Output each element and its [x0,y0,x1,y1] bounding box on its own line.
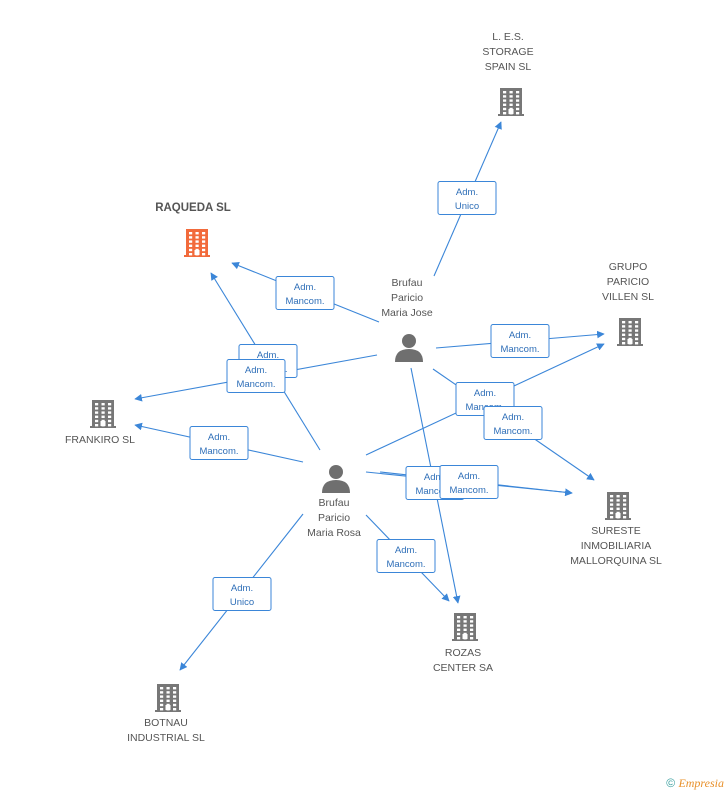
role-text: Adm. [502,412,524,423]
node-label[interactable]: Brufau [319,497,350,509]
node-label[interactable]: STORAGE [482,46,533,58]
building-icon[interactable] [184,229,210,257]
building-icon[interactable] [90,400,116,428]
role-label[interactable]: Adm. Mancom. [490,324,550,358]
role-text: Adm. [458,471,480,482]
node-grupo[interactable]: GRUPO PARICIO VILLEN SL [602,261,654,346]
role-text: Adm. [257,350,279,361]
node-frankiro[interactable]: FRANKIRO SL [65,400,135,446]
person-icon[interactable] [395,334,423,362]
role-box [490,324,550,358]
role-text: Mancom. [415,486,454,497]
role-box [437,181,497,215]
role-text: Adm. [509,330,531,341]
node-les[interactable]: L. E.S. STORAGE SPAIN SL [482,31,534,116]
role-label[interactable]: Adm. Mancom. [226,359,286,393]
role-text: Mancom. [386,559,425,570]
node-sureste[interactable]: SURESTE INMOBILIARIA MALLORQUINA SL [570,492,662,567]
role-box [376,539,436,573]
role-text: Adm. [395,545,417,556]
node-label[interactable]: Brufau [392,277,423,289]
node-label[interactable]: INMOBILIARIA [581,540,652,552]
node-label[interactable]: RAQUEDA SL [155,202,231,214]
node-label[interactable]: SURESTE [591,525,641,537]
roles-layer: Adm.UnicoAdm.Mancom.Adm.Mancom.Adm.Manco… [189,181,550,611]
role-text: Adm. [474,388,496,399]
role-box [483,406,543,440]
role-text: Mancom. [199,446,238,457]
role-box [226,359,286,393]
role-text: Adm. [231,583,253,594]
role-text: Mancom. [236,379,275,390]
building-icon[interactable] [155,684,181,712]
building-icon[interactable] [605,492,631,520]
node-label[interactable]: VILLEN SL [602,291,654,303]
role-label[interactable]: Adm. Mancom. [439,465,499,499]
role-label[interactable]: Adm. Mancom. [189,426,249,460]
node-label[interactable]: SPAIN SL [485,61,532,73]
role-text: Unico [455,201,479,212]
role-text: Adm. [456,187,478,198]
role-box [189,426,249,460]
role-text: Mancom. [493,426,532,437]
copyright-icon: © [666,776,676,790]
role-text: Adm. [294,282,316,293]
node-label[interactable]: GRUPO [609,261,648,273]
role-text: Adm. [424,472,446,483]
footer-brand[interactable]: © Empresia [666,776,724,791]
node-raqueda[interactable]: RAQUEDA SL [155,202,231,257]
role-label[interactable]: Adm. Mancom. [275,276,335,310]
role-text: Mancom. [285,296,324,307]
role-text: Adm. [245,365,267,376]
role-text: Mancom. [500,344,539,355]
role-text: Mancom. [449,485,488,496]
node-label[interactable]: Paricio [318,512,350,524]
role-label[interactable]: Adm. Mancom. [376,539,436,573]
nodes-layer: RAQUEDA SL L. E.S. STORAGE SPAIN SL GRUPO PAR… [65,31,662,744]
role-text: Adm. [208,432,230,443]
role-text: Unico [230,597,254,608]
person-icon[interactable] [322,465,350,493]
role-label[interactable]: Adm. Unico [437,181,497,215]
node-label[interactable]: INDUSTRIAL SL [127,732,205,744]
node-label[interactable]: PARICIO [607,276,649,288]
node-label[interactable]: CENTER SA [433,662,493,674]
node-label[interactable]: Paricio [391,292,423,304]
node-label[interactable]: Maria Rosa [307,527,361,539]
node-label[interactable]: FRANKIRO SL [65,434,135,446]
role-box [275,276,335,310]
node-label[interactable]: BOTNAU [144,717,188,729]
building-icon[interactable] [452,613,478,641]
node-botnau[interactable]: BOTNAU INDUSTRIAL SL [127,684,205,744]
building-icon[interactable] [498,88,524,116]
role-label[interactable]: Adm. Unico [212,577,272,611]
node-label[interactable]: L. E.S. [492,31,524,43]
brand-logo: Empresia [678,776,724,790]
node-label[interactable]: MALLORQUINA SL [570,555,662,567]
role-box [439,465,499,499]
role-box [212,577,272,611]
node-label[interactable]: Maria Jose [381,307,433,319]
node-rozas[interactable]: ROZAS CENTER SA [433,613,493,674]
node-label[interactable]: ROZAS [445,647,481,659]
building-icon[interactable] [617,318,643,346]
role-label[interactable]: Adm. Mancom. [483,406,543,440]
